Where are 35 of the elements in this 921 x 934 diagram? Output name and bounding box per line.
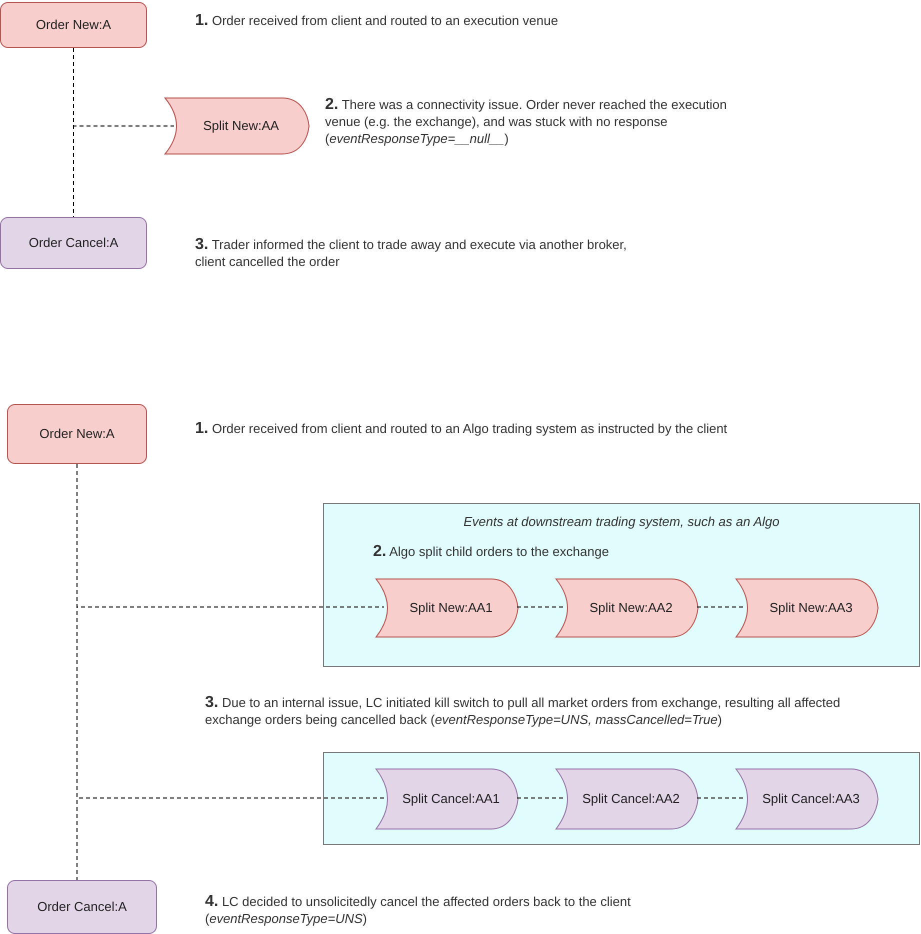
step-note: 3. Trader informed the client to trade away and execute via another broker, client cancelled the order xyxy=(195,236,628,270)
node-label: Split Cancel:AA3 xyxy=(762,790,860,808)
step-note: 4. LC decided to unsolicitedly cancel the affected orders back to the client (eventResponseType=UNS) xyxy=(205,893,632,927)
dashed-connector xyxy=(73,48,74,218)
node-label: Split New:AA2 xyxy=(589,599,673,618)
node-label: Split Cancel:AA2 xyxy=(582,790,680,808)
node-label: Split New:AA xyxy=(203,117,279,136)
chevron-shape xyxy=(553,578,699,638)
chevron-shape xyxy=(162,97,310,155)
dashed-connector xyxy=(516,606,564,608)
node-label: Order New:A xyxy=(36,16,112,34)
cancel-box xyxy=(0,217,147,269)
step-note: 1. Order received from client and routed to an execution venue xyxy=(195,12,560,29)
chevron-shape xyxy=(373,768,519,830)
panel-heading: Events at downstream trading system, such as an Algo xyxy=(462,513,780,531)
panel-box xyxy=(323,503,920,667)
step-note: 2. Algo split child orders to the exchange xyxy=(373,542,609,562)
order-box xyxy=(0,2,147,48)
node-label: Order Cancel:A xyxy=(28,234,118,252)
panel-box xyxy=(323,752,920,845)
step-note: 1. Order received from client and routed to an Algo trading system as instructed by the client xyxy=(195,420,728,437)
order-box xyxy=(7,404,147,464)
step-note: 2. There was a connectivity issue. Order never reached the execution venue (e.g. the exchange), and was stuck with no response (eventResponseType=__null__) xyxy=(325,96,728,147)
dashed-connector xyxy=(696,606,744,608)
node-label: Order New:A xyxy=(39,425,115,444)
node-label: Split Cancel:AA1 xyxy=(402,790,500,808)
cancel-box xyxy=(7,880,157,934)
node-label: Split New:AA3 xyxy=(769,599,853,618)
node-label: Order Cancel:A xyxy=(37,898,127,916)
step-note: 3. Due to an internal issue, LC initiated kill switch to pull all market orders from exchange, resulting all affected exchange orders being cancelled back (eventResponseType=UNS, massCancelled=True) xyxy=(205,694,842,728)
chevron-shape xyxy=(733,768,879,830)
node-label: Split New:AA1 xyxy=(409,599,493,618)
chevron-shape xyxy=(373,578,519,638)
chevron-shape xyxy=(553,768,699,830)
chevron-shape xyxy=(733,578,879,638)
